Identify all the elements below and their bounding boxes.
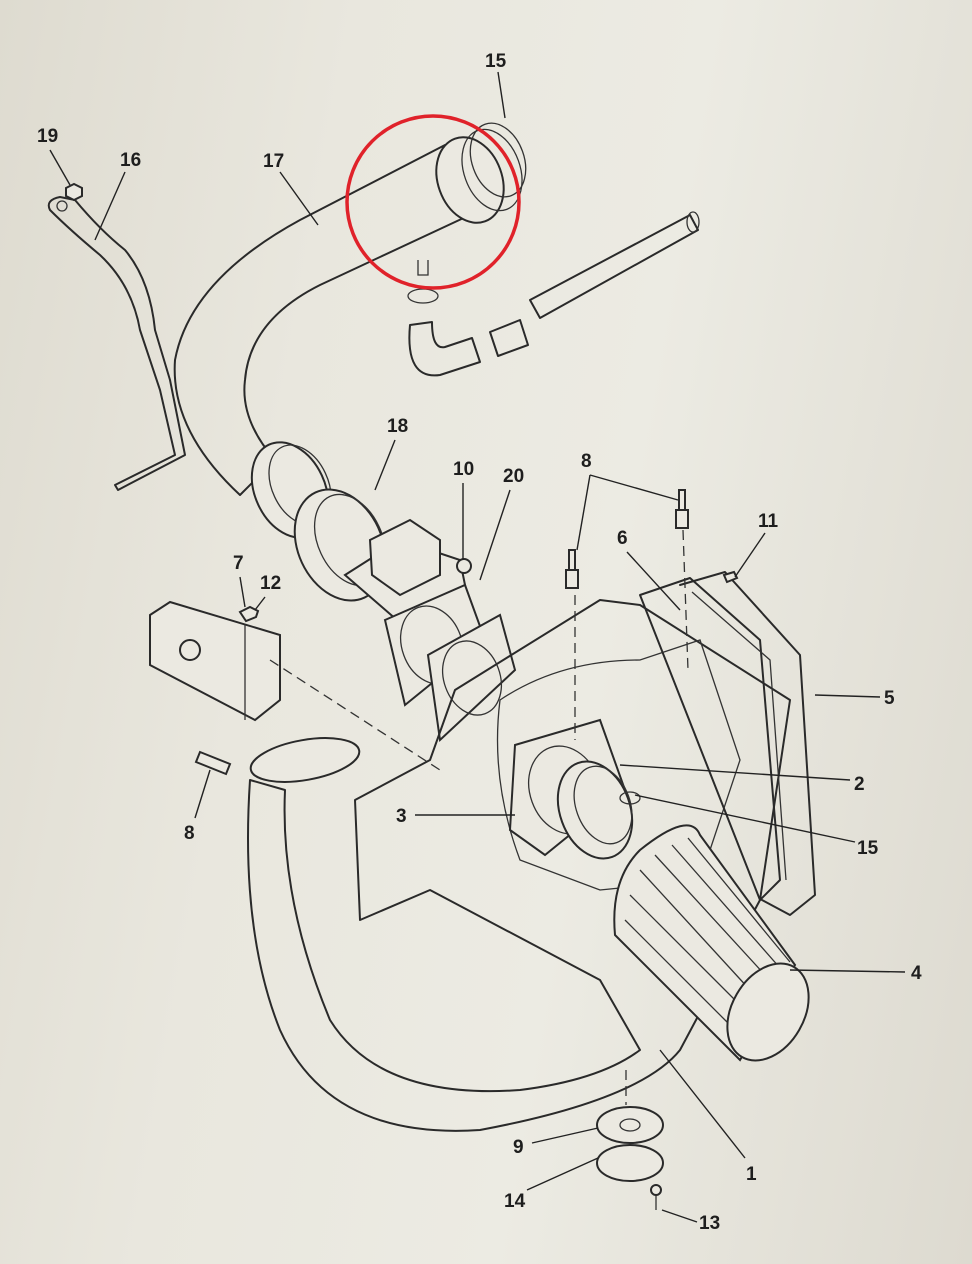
- callout-16: 16: [120, 150, 141, 171]
- stud-8b: [565, 549, 579, 589]
- callout-7: 7: [233, 553, 244, 574]
- screw-13: [650, 1184, 662, 1196]
- callout-1: 1: [746, 1164, 757, 1185]
- bracket-hole: [56, 200, 68, 212]
- callout-13: 13: [699, 1213, 720, 1234]
- callout-5: 5: [884, 688, 895, 709]
- callout-6: 6: [617, 528, 628, 549]
- callout-4: 4: [911, 963, 922, 984]
- callout-9: 9: [513, 1137, 524, 1158]
- isolator-14: [596, 1144, 664, 1182]
- adapter-ring-2: [556, 760, 634, 860]
- callout-17: 17: [263, 151, 284, 172]
- screw-10: [456, 558, 472, 574]
- cover-plate-5: [679, 571, 816, 916]
- callout-labels: 15 19 16 17 18 10 20 8 11 6 7 12 5 2 3 8…: [37, 51, 922, 1234]
- hose-clamp-15: [469, 122, 527, 198]
- callout-3: 3: [396, 806, 407, 827]
- mount-bracket-7: [149, 600, 281, 722]
- elbow-hose: [408, 321, 481, 377]
- filter-end-cap: [726, 962, 810, 1062]
- support-bracket-16: [47, 196, 186, 491]
- callout-10: 10: [453, 459, 474, 480]
- hose-connector: [489, 319, 529, 357]
- airbox-housing-1: [247, 599, 791, 1132]
- leader-lines: [49, 71, 906, 1223]
- callout-2: 2: [854, 774, 865, 795]
- bolt-12: [238, 605, 260, 623]
- isolator-9: [596, 1106, 664, 1144]
- stud-8-left: [194, 750, 232, 776]
- filter-pleats: [624, 837, 791, 1036]
- maf-connector: [368, 518, 441, 597]
- callout-20: 20: [503, 466, 524, 487]
- gasket-20: [426, 613, 517, 743]
- callout-11: 11: [758, 511, 779, 532]
- small-clamp: [407, 288, 439, 304]
- grommet: [179, 639, 201, 661]
- callout-18: 18: [387, 416, 408, 437]
- callout-14: 14: [504, 1191, 526, 1212]
- tube-coupler: [435, 136, 505, 224]
- callout-8: 8: [581, 451, 592, 472]
- vent-hose: [529, 214, 699, 319]
- gasket-6: [639, 577, 781, 901]
- callout-12: 12: [260, 573, 281, 594]
- callout-15-lower: 15: [857, 838, 879, 859]
- highlight-circle: [345, 114, 521, 290]
- intake-tube-17: [173, 144, 471, 496]
- callout-19: 19: [37, 126, 58, 147]
- airbox-inlet: [249, 737, 361, 783]
- nut-19: [65, 182, 83, 202]
- screw-11: [722, 570, 739, 584]
- stud-8: [675, 489, 689, 529]
- callout-8-left: 8: [184, 823, 195, 844]
- callout-15: 15: [485, 51, 507, 72]
- hose-clamp-15b: [619, 791, 641, 805]
